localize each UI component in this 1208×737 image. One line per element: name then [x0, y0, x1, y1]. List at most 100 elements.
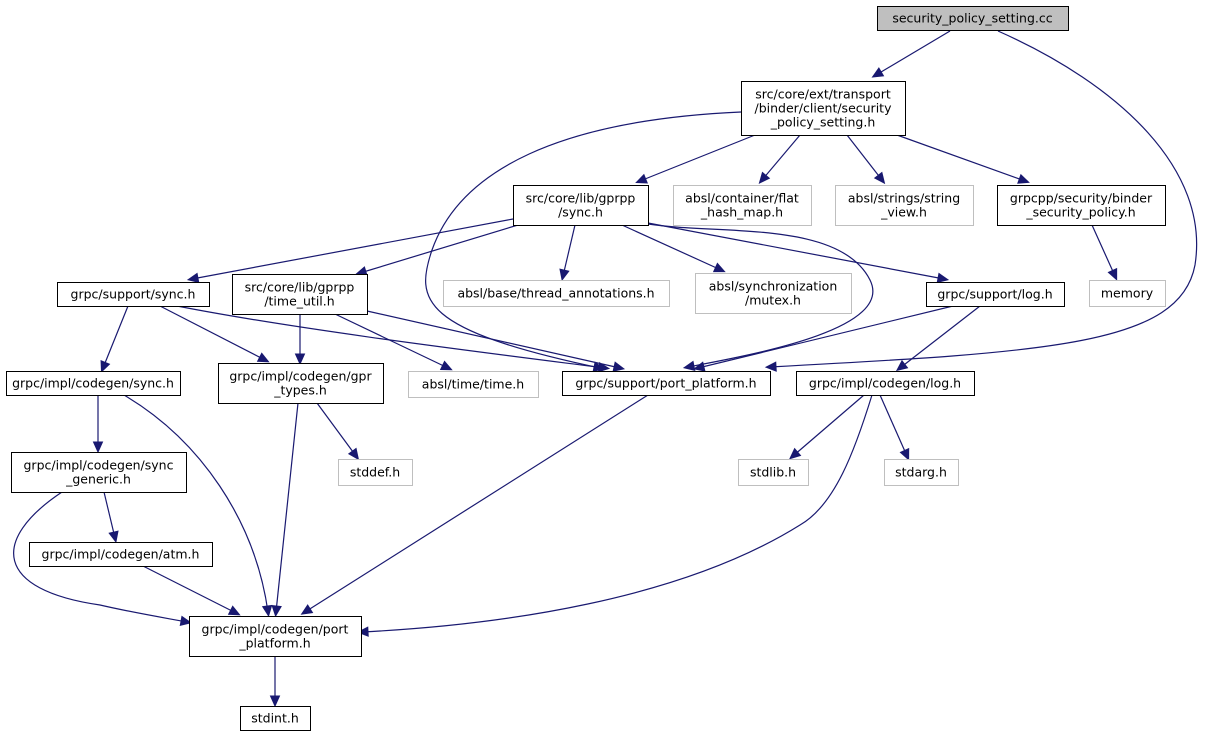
node-codegen-sync[interactable]: grpc/impl/codegen/sync.h — [6, 371, 181, 396]
node-box — [29, 542, 213, 567]
edge-codegen_log-to-stdlib — [789, 394, 865, 460]
arrowhead-icon — [300, 604, 314, 615]
node-box — [6, 371, 181, 396]
edge-gpr_types-to-codegen_port_platform — [271, 402, 299, 618]
arrowhead-icon — [1017, 173, 1030, 184]
node-box — [232, 274, 368, 315]
edge-sps_h-to-string_view — [846, 134, 886, 185]
arrowhead-icon — [936, 272, 950, 283]
node-label-line: stddef.h — [350, 465, 400, 480]
edge-codegen_sync-to-sync_generic — [92, 395, 104, 454]
edge-line — [334, 313, 449, 369]
edge-line — [1091, 224, 1116, 277]
edge-line — [896, 134, 1026, 182]
nodes-layer: security_policy_setting.cc src/core/ext/t… — [6, 6, 1166, 731]
edge-line — [621, 224, 722, 271]
node-label-line: grpc/impl/codegen/log.h — [809, 376, 961, 391]
edge-line — [316, 402, 357, 457]
edge-gpr_types-to-stddef — [316, 402, 360, 461]
node-sync-generic[interactable]: grpc/impl/codegen/sync_generic.h — [11, 452, 187, 493]
arrowhead-icon — [635, 173, 648, 184]
node-label-line: grpcpp/security/binder — [1010, 191, 1153, 206]
node-label-line: grpc/impl/codegen/sync.h — [12, 376, 174, 391]
edge-time_util-to-support_port_platform — [366, 310, 626, 372]
arrowhead-icon — [347, 447, 360, 461]
node-codegen-log[interactable]: grpc/impl/codegen/log.h — [796, 371, 975, 396]
edge-line — [366, 310, 621, 369]
node-box — [926, 282, 1065, 307]
edge-gprpp_sync-to-support_port_platform — [647, 223, 874, 371]
node-box — [443, 280, 670, 307]
edge-time_util-to-gpr_types — [294, 314, 306, 366]
edge-line — [879, 394, 908, 457]
node-label-line: grpc/impl/codegen/port — [202, 622, 349, 637]
edge-line — [304, 394, 649, 613]
node-label-line: _platform.h — [238, 636, 310, 651]
node-gprpp-sync[interactable]: src/core/lib/gprpp/sync.h — [513, 185, 649, 226]
arrowhead-icon — [895, 359, 909, 372]
arrowhead-icon — [899, 447, 910, 461]
arrowhead-icon — [227, 605, 241, 616]
edge-line — [639, 134, 756, 182]
arrowhead-icon — [179, 615, 193, 627]
node-label-line: /sync.h — [558, 205, 603, 220]
edge-line — [176, 305, 606, 369]
node-label-line: security_policy_setting.cc — [892, 11, 1052, 26]
node-mutex: absl/synchronization/mutex.h — [695, 273, 852, 314]
node-atm[interactable]: grpc/impl/codegen/atm.h — [29, 542, 213, 567]
edge-line — [159, 305, 266, 361]
node-label-line: grpc/impl/codegen/sync — [24, 458, 174, 473]
node-sps-h[interactable]: src/core/ext/transport/binder/client/sec… — [741, 81, 906, 136]
node-support-port-platform[interactable]: grpc/support/port_platform.h — [562, 371, 771, 396]
node-label-line: stdarg.h — [895, 465, 947, 480]
edge-sps_h-to-support_port_platform — [425, 111, 742, 372]
edge-line — [13, 491, 188, 623]
node-box — [11, 452, 187, 493]
node-time-util[interactable]: src/core/lib/gprpp/time_util.h — [232, 274, 368, 315]
node-label-line: grpc/impl/codegen/gpr — [229, 369, 372, 384]
node-box — [997, 185, 1166, 226]
edge-support_sync-to-support_port_platform — [176, 305, 611, 373]
edge-line — [361, 394, 873, 633]
node-label-line: /mutex.h — [745, 293, 801, 308]
node-box — [877, 6, 1069, 31]
edge-support_log-to-support_port_platform — [692, 305, 954, 372]
edge-binder_sec_policy-to-memory — [1091, 224, 1118, 281]
arrowhead-icon — [271, 604, 282, 618]
edge-sync_generic-to-atm — [103, 491, 119, 544]
edge-line — [425, 111, 742, 369]
node-stdint[interactable]: stdint.h — [240, 706, 311, 731]
node-binder-sec-policy[interactable]: grpcpp/security/binder_security_policy.h — [997, 185, 1166, 226]
node-gpr-types[interactable]: grpc/impl/codegen/gpr_types.h — [218, 363, 384, 404]
node-stdlib: stdlib.h — [738, 459, 809, 486]
node-support-sync[interactable]: grpc/support/sync.h — [57, 282, 210, 307]
node-label-line: _hash_map.h — [700, 205, 783, 220]
edge-gprpp_sync-to-mutex — [621, 224, 726, 273]
arrowhead-icon — [269, 695, 281, 708]
node-label-line: /binder/client/security — [755, 101, 893, 116]
node-box — [738, 459, 809, 486]
edge-root-to-sps_h — [871, 30, 951, 78]
edge-sps_h-to-binder_sec_policy — [896, 134, 1030, 184]
node-support-log[interactable]: grpc/support/log.h — [926, 282, 1065, 307]
edge-codegen_log-to-codegen_port_platform — [356, 394, 873, 637]
arrowhead-icon — [261, 604, 273, 618]
node-flat-hash-map: absl/container/flat_hash_map.h — [673, 185, 812, 226]
node-root[interactable]: security_policy_setting.cc — [877, 6, 1069, 31]
arrowhead-icon — [871, 67, 885, 78]
arrowhead-icon — [712, 262, 726, 273]
node-codegen-port-platform[interactable]: grpc/impl/codegen/port_platform.h — [189, 616, 362, 657]
edge-line — [761, 134, 801, 181]
edge-line — [191, 218, 514, 280]
edge-atm-to-codegen_port_platform — [142, 565, 241, 616]
edge-sps_h-to-flat_hash_map — [758, 134, 801, 184]
edge-gprpp_sync-to-thread_annotations — [559, 224, 576, 282]
edge-line — [899, 305, 981, 369]
node-box — [240, 706, 311, 731]
node-box — [695, 273, 852, 314]
edge-line — [769, 30, 1198, 368]
node-box — [741, 81, 906, 136]
arrowhead-icon — [100, 359, 111, 373]
arrowhead-icon — [873, 171, 886, 185]
edge-line — [123, 394, 269, 613]
